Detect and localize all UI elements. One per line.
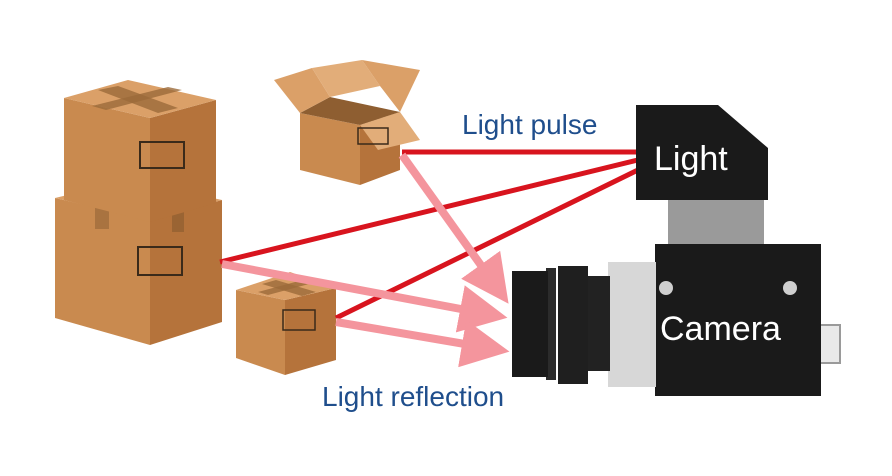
box-icon (64, 80, 216, 222)
camera-icon (512, 244, 841, 396)
open-box-icon (274, 60, 420, 185)
box-icon (236, 272, 336, 375)
light-label: Light (654, 140, 728, 178)
camera-label: Camera (660, 310, 781, 348)
box-stack (55, 80, 222, 345)
light-reflection-label: Light reflection (322, 381, 504, 412)
light-pulse-label: Light pulse (462, 109, 597, 140)
light-emitter-icon (636, 105, 768, 248)
light-reflection-rays (221, 152, 510, 368)
